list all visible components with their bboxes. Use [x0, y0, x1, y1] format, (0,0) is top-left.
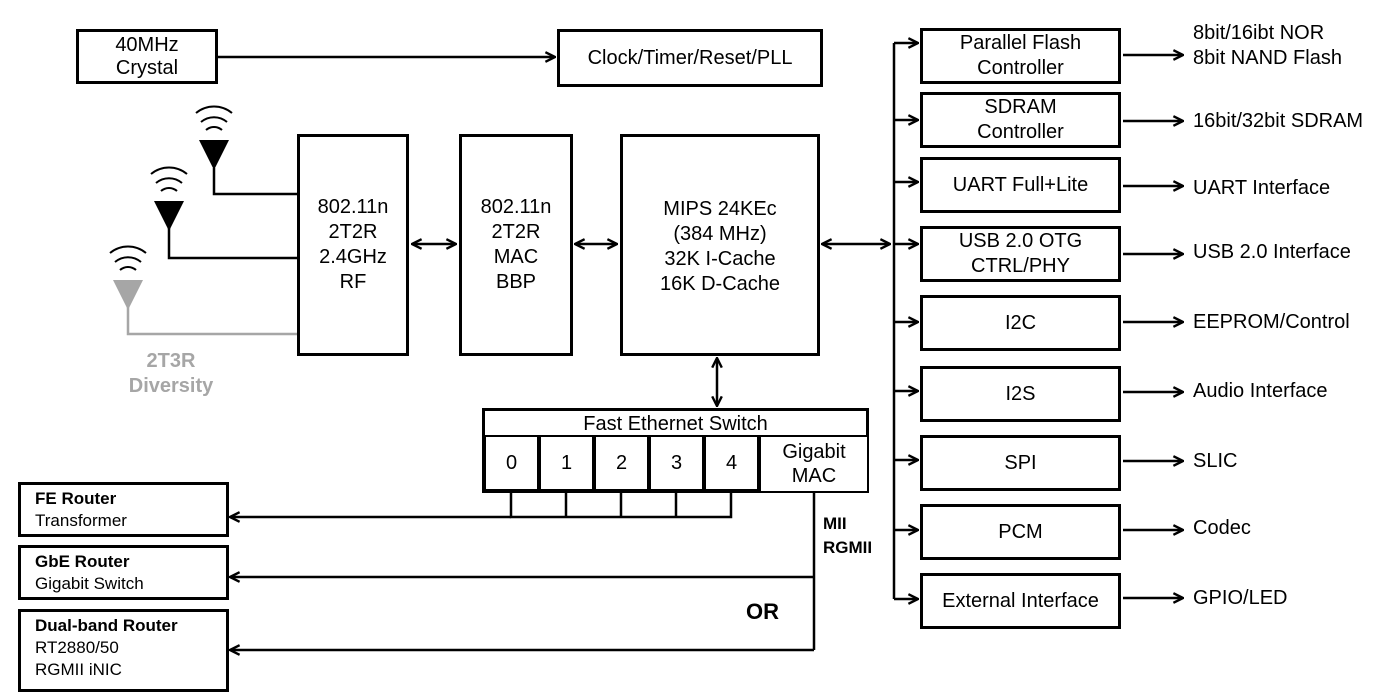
output-label: GPIO/LED: [1193, 587, 1288, 609]
mac-line-4: BBP: [495, 271, 537, 293]
mac-line-1: 802.11n: [480, 196, 552, 218]
clock-box: Clock/Timer/Reset/PLL: [557, 29, 823, 87]
diversity-label: 2T3R Diversity: [122, 349, 220, 399]
output-line-2: 8bit NAND Flash: [1193, 47, 1342, 69]
output-label: UART Interface: [1193, 177, 1331, 199]
peripheral-line-2: Controller: [977, 121, 1064, 143]
port-label: 1: [560, 451, 573, 474]
crystal-freq: 40MHz: [115, 33, 179, 56]
antenna-icon: [195, 105, 233, 170]
spi-box: SPI: [920, 435, 1121, 491]
fe-router-box: FE Router Transformer: [18, 482, 229, 537]
diversity-line-1: 2T3R: [146, 350, 196, 372]
mii-line-1: MII: [823, 514, 847, 533]
cpu-line-3: 32K I-Cache: [664, 248, 776, 270]
gbe-router-box: GbE Router Gigabit Switch: [18, 545, 229, 600]
rf-line-1: 802.11n: [317, 196, 389, 218]
peripheral-line-1: I2S: [1005, 382, 1036, 405]
cpu-line-4: 16K D-Cache: [659, 273, 781, 295]
port-label: 4: [725, 451, 738, 474]
output-label: Audio Interface: [1193, 380, 1328, 402]
router-subtitle: RGMII iNIC: [35, 660, 122, 679]
peripheral-line-1: SPI: [1004, 451, 1037, 474]
router-title: Dual-band Router: [35, 616, 178, 635]
switch-port: 1: [539, 435, 594, 491]
output-label: SLIC: [1193, 450, 1238, 472]
or-label: OR: [746, 599, 779, 624]
crystal-label: Crystal: [115, 56, 179, 79]
port-label: 0: [505, 451, 518, 474]
switch-port: 3: [649, 435, 704, 491]
output-label: Codec: [1193, 517, 1251, 539]
router-subtitle: Gigabit Switch: [35, 574, 144, 593]
rf-box: 802.11n 2T2R 2.4GHz RF: [297, 134, 409, 356]
mac-bbp-box: 802.11n 2T2R MAC BBP: [459, 134, 573, 356]
uart-box: UART Full+Lite: [920, 157, 1121, 213]
gigabit-line-1: Gigabit: [782, 441, 846, 463]
gigabit-mac: Gigabit MAC: [759, 435, 867, 491]
output-line-1: 8bit/16ibt NOR: [1193, 22, 1325, 44]
i2c-box: I2C: [920, 295, 1121, 351]
diversity-antenna-icon: [109, 245, 147, 310]
pcm-box: PCM: [920, 504, 1121, 560]
rf-line-4: RF: [339, 271, 367, 293]
router-title: GbE Router: [35, 552, 130, 571]
rf-line-2: 2T2R: [328, 221, 378, 243]
peripheral-line-1: External Interface: [942, 589, 1099, 612]
switch-title: Fast Ethernet Switch: [485, 411, 866, 438]
mii-label: MII RGMII: [823, 512, 872, 560]
output-label: 16bit/32bit SDRAM: [1193, 110, 1364, 132]
mac-line-2: 2T2R: [491, 221, 541, 243]
peripheral-line-1: I2C: [1004, 311, 1037, 334]
peripheral-line-1: USB 2.0 OTG: [958, 230, 1083, 252]
peripheral-line-1: Parallel Flash: [959, 32, 1082, 54]
router-title: FE Router: [35, 489, 117, 508]
crystal-box: 40MHz Crystal: [76, 29, 218, 84]
clock-label: Clock/Timer/Reset/PLL: [587, 46, 793, 69]
i2s-box: I2S: [920, 366, 1121, 422]
rf-line-3: 2.4GHz: [319, 246, 387, 268]
gigabit-line-2: MAC: [791, 465, 837, 487]
dualband-router-box: Dual-band Router RT2880/50 RGMII iNIC: [18, 609, 229, 692]
peripheral-line-2: CTRL/PHY: [971, 255, 1070, 277]
switch-port: 2: [594, 435, 649, 491]
mac-line-3: MAC: [493, 246, 539, 268]
switch-port: 0: [484, 435, 539, 491]
port-label: 3: [670, 451, 683, 474]
output-label: EEPROM/Control: [1193, 311, 1350, 333]
cpu-box: MIPS 24KEc (384 MHz) 32K I-Cache 16K D-C…: [620, 134, 820, 356]
switch-port: 4: [704, 435, 759, 491]
diversity-line-2: Diversity: [128, 375, 214, 397]
output-label: 8bit/16ibt NOR 8bit NAND Flash: [1193, 21, 1342, 71]
cpu-line-1: MIPS 24KEc: [663, 198, 777, 220]
mii-line-2: RGMII: [823, 538, 873, 557]
router-subtitle: Transformer: [35, 511, 127, 530]
router-subtitle: RT2880/50: [35, 638, 119, 657]
peripheral-line-1: UART Full+Lite: [952, 173, 1089, 196]
output-label: USB 2.0 Interface: [1193, 241, 1351, 263]
usb-box: USB 2.0 OTG CTRL/PHY: [920, 226, 1121, 282]
peripheral-line-1: PCM: [998, 520, 1043, 543]
peripheral-line-1: SDRAM: [984, 96, 1057, 118]
cpu-line-2: (384 MHz): [673, 223, 767, 245]
sdram-box: SDRAM Controller: [920, 92, 1121, 148]
parallel-flash-box: Parallel Flash Controller: [920, 28, 1121, 84]
external-interface-box: External Interface: [920, 573, 1121, 629]
peripheral-line-2: Controller: [977, 57, 1064, 79]
antenna-icon: [150, 166, 188, 231]
port-label: 2: [615, 451, 628, 474]
